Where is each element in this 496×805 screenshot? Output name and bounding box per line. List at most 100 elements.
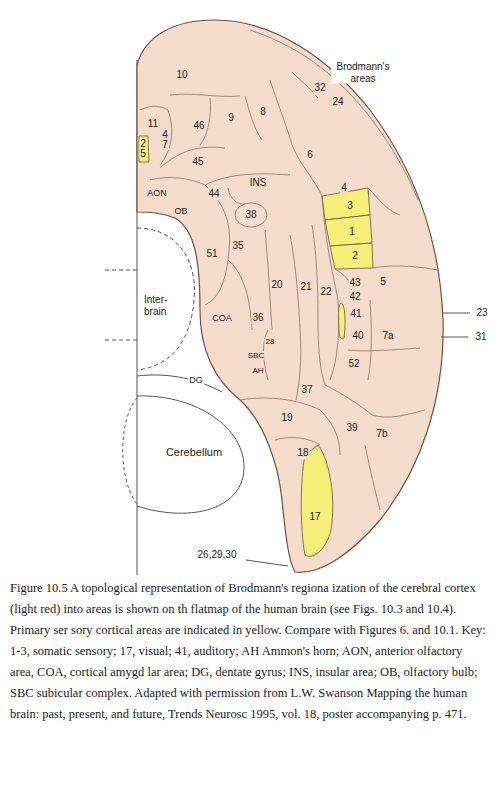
- region-label: Brodmann's areas: [331, 61, 395, 84]
- area-number: 35: [231, 240, 244, 252]
- leader-line: [443, 313, 470, 314]
- label-wrap: 39: [345, 422, 358, 434]
- label-wrap: INS: [249, 177, 268, 189]
- area-number: 6: [306, 149, 314, 161]
- area-number: 41: [349, 308, 362, 320]
- label-wrap: 45: [191, 156, 204, 168]
- label-wrap: 2: [351, 250, 359, 262]
- label-wrap: 51: [205, 248, 218, 260]
- area-number: 3: [346, 200, 354, 212]
- area-number: DG: [188, 375, 204, 385]
- area-number: AH: [251, 366, 264, 375]
- leader-line: [246, 560, 288, 566]
- label-wrap: 21: [299, 281, 312, 293]
- label-wrap: 17: [308, 511, 321, 523]
- area-number: 18: [296, 447, 309, 459]
- label-wrap: 10: [175, 69, 188, 81]
- label-wrap: 11: [147, 118, 159, 130]
- label-wrap: 46: [192, 120, 205, 132]
- area-41-fill: [338, 303, 345, 339]
- area-number: 45: [191, 156, 204, 168]
- label-wrap: 25: [139, 139, 147, 159]
- label-wrap: Brodmann's areas: [331, 61, 395, 84]
- area-number: SBC: [247, 351, 265, 360]
- label-wrap: 24: [331, 96, 344, 108]
- label-wrap: AON: [146, 188, 168, 198]
- area-number: 28: [265, 337, 276, 346]
- area-number: 22: [319, 286, 332, 298]
- label-wrap: 42: [348, 291, 361, 303]
- label-wrap: 23: [475, 307, 488, 319]
- label-wrap: AH: [251, 366, 264, 375]
- area-number: 39: [345, 422, 358, 434]
- area-number: 40: [351, 330, 364, 342]
- label-wrap: 47: [161, 130, 169, 150]
- label-wrap: 35: [231, 240, 244, 252]
- area-number: 46: [192, 120, 205, 132]
- label-wrap: 7a: [381, 330, 394, 342]
- label-wrap: 6: [306, 149, 314, 161]
- label-wrap: OB: [173, 206, 188, 216]
- label-wrap: 7b: [375, 428, 388, 440]
- area-number: INS: [249, 177, 268, 189]
- area-number: 7b: [375, 428, 388, 440]
- area-25-fill: [139, 136, 149, 162]
- area-number: 20: [270, 279, 283, 291]
- area-number: 25: [139, 139, 147, 159]
- area-number: 51: [205, 248, 218, 260]
- label-wrap: 4: [340, 182, 348, 194]
- area-number: 21: [299, 281, 312, 293]
- area-number: 42: [348, 291, 361, 303]
- label-wrap: 31: [474, 331, 487, 343]
- area-number: AON: [146, 188, 168, 198]
- label-wrap: 20: [270, 279, 283, 291]
- area-number: 36: [251, 312, 264, 324]
- label-wrap: 41: [349, 308, 362, 320]
- area-number: 4: [340, 182, 348, 194]
- label-wrap: 9: [227, 112, 235, 124]
- figure-caption: Figure 10.5 A topological representation…: [10, 578, 488, 725]
- area-number: 5: [379, 276, 387, 288]
- area-number: 44: [207, 188, 220, 200]
- area-2-fill: [330, 243, 373, 269]
- label-wrap: 52: [347, 358, 360, 370]
- label-wrap: DG: [188, 375, 204, 385]
- region-label: Inter- brain: [143, 294, 181, 317]
- area-number: 26,29,30: [197, 549, 238, 561]
- label-wrap: 38: [244, 209, 257, 221]
- area-17-fill: [301, 445, 333, 556]
- area-number: 52: [347, 358, 360, 370]
- dentate-outline: [137, 375, 222, 392]
- label-wrap: 32: [313, 82, 326, 94]
- area-number: 38: [244, 209, 257, 221]
- label-wrap: 43: [348, 277, 361, 289]
- label-wrap: 40: [351, 330, 364, 342]
- area-number: 7a: [381, 330, 394, 342]
- area-number: 24: [331, 96, 344, 108]
- area-number: 23: [475, 307, 488, 319]
- area-number: 37: [300, 384, 313, 396]
- area-number: 9: [227, 112, 235, 124]
- interbrain-outline: [137, 228, 195, 370]
- label-wrap: SBC: [247, 351, 265, 360]
- area-number: 11: [147, 118, 159, 130]
- cerebellum-outline: [137, 396, 244, 513]
- label-wrap: 3: [346, 200, 354, 212]
- label-wrap: 22: [319, 286, 332, 298]
- cortex-flatmap: [137, 20, 443, 572]
- area-number: 10: [175, 69, 188, 81]
- label-wrap: 5: [379, 276, 387, 288]
- area-1-fill: [325, 215, 372, 246]
- label-wrap: 1: [348, 226, 356, 238]
- area-number: COA: [211, 313, 233, 323]
- label-wrap: 8: [259, 106, 267, 118]
- label-wrap: 19: [280, 412, 293, 424]
- area-number: 2: [351, 250, 359, 262]
- label-wrap: Cerebellum: [165, 446, 223, 459]
- label-wrap: 26,29,30: [197, 549, 238, 561]
- area-number: Cerebellum: [165, 446, 223, 459]
- area-number: 8: [259, 106, 267, 118]
- area-number: 47: [161, 130, 169, 150]
